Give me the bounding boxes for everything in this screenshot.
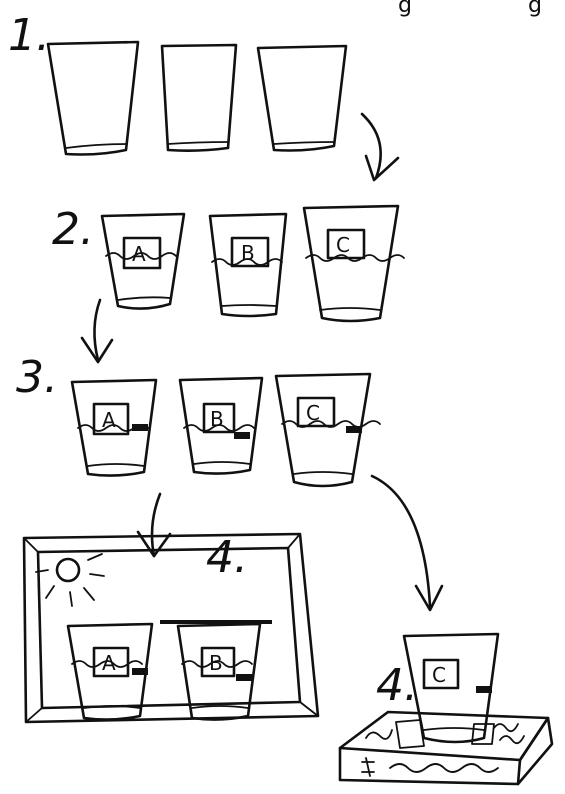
sun (35, 553, 105, 607)
step-4-light-number: 4. (206, 532, 248, 583)
cup-b-lid (160, 620, 272, 624)
step-4-cup-b-covered: B (160, 620, 272, 721)
step-2-cup-c: C (302, 204, 405, 323)
arrow-step3-to-window (136, 492, 172, 558)
window-frame (22, 532, 320, 724)
step-4-label-b: B (209, 651, 223, 675)
step-1-cup-3 (256, 44, 348, 152)
step-4-cup-a: A (66, 622, 154, 721)
step-3-label-a: A (102, 408, 116, 432)
step-3-cup-c: C (274, 372, 381, 488)
step-1-cup-2 (160, 43, 238, 152)
step-4-cup-c: C (402, 632, 500, 744)
step-4-level-mark-c (476, 686, 492, 693)
step-4-level-mark-a (132, 668, 148, 675)
step-3-number: 3. (16, 352, 58, 403)
step-3-level-mark-c (346, 426, 362, 433)
step-4-label-c: C (432, 663, 446, 687)
step-4-level-mark-b (236, 674, 252, 681)
step-3-label-c: C (306, 401, 320, 425)
step-2-cup-b: B (208, 212, 288, 318)
step-1-number: 1. (8, 10, 50, 61)
step-2-label-a: A (132, 242, 146, 266)
step-3-cup-b: B (178, 376, 264, 475)
step-2-number: 2. (52, 204, 94, 255)
step-4-label-a: A (102, 651, 116, 675)
step-3-cup-a: A (70, 378, 158, 477)
book (338, 710, 554, 786)
top-glyph-left: g (398, 0, 412, 18)
step-2-cup-a: A (100, 212, 186, 310)
step-3-level-mark-a (132, 424, 148, 431)
top-glyph-right: g (528, 0, 542, 18)
arrow-step3-to-book (370, 474, 444, 612)
step-4-dark-number: 4. (376, 660, 418, 711)
step-3-level-mark-b (234, 432, 250, 439)
step-1-cup-1 (46, 40, 140, 156)
arrow-step1-to-step2 (360, 112, 400, 182)
arrow-step2-to-step3 (80, 298, 114, 364)
step-2-label-c: C (336, 233, 350, 257)
step-2-label-b: B (241, 241, 255, 265)
step-3-label-b: B (210, 407, 224, 431)
